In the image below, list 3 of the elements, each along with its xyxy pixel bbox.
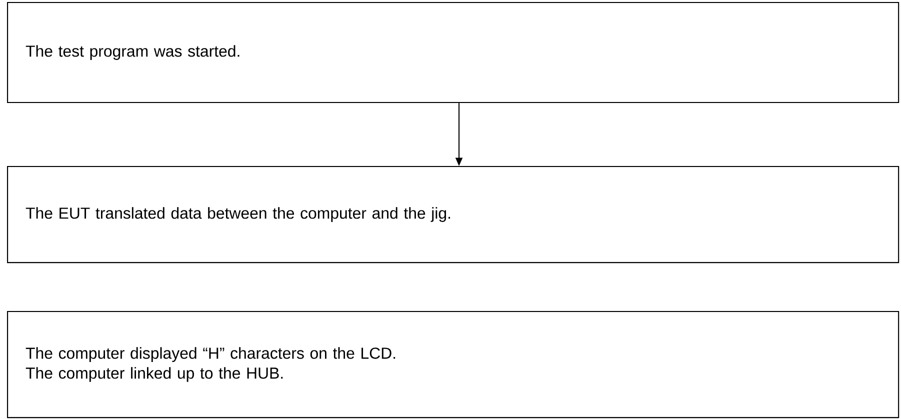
- process-box: The EUT translated data between the computer and the jig.: [7, 166, 900, 264]
- process-box: The test program was started.: [7, 2, 900, 104]
- process-box: The computer displayed “H” characters on the LCD. The computer linked up to the HUB.: [7, 311, 900, 418]
